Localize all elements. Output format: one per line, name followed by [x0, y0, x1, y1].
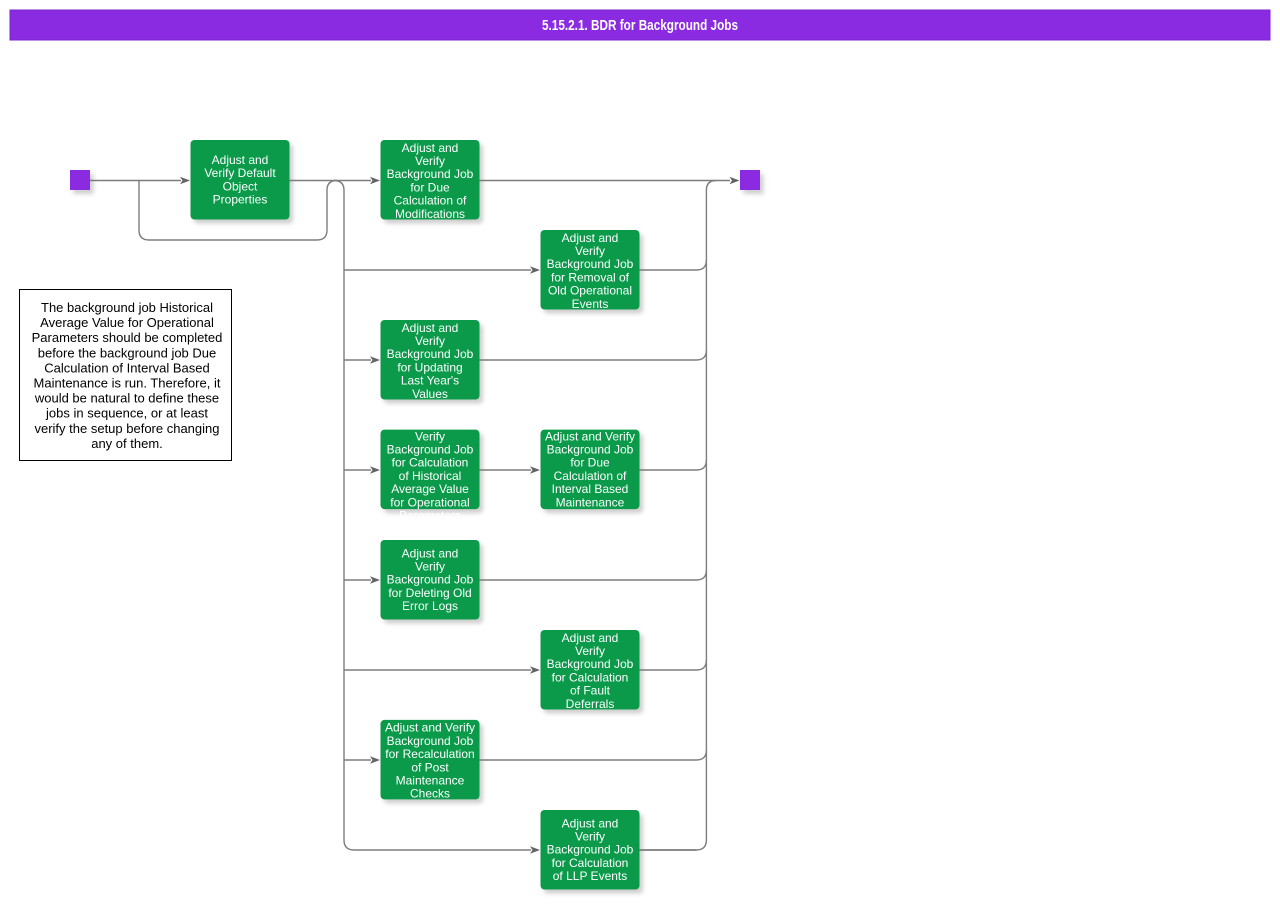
svg-text:for Due: for Due	[570, 456, 610, 470]
svg-text:Adjust and: Adjust and	[212, 153, 269, 167]
svg-text:Adjust and: Adjust and	[562, 631, 619, 645]
svg-text:Object: Object	[223, 179, 258, 193]
svg-text:Checks: Checks	[410, 787, 450, 801]
svg-text:Adjust and: Adjust and	[402, 141, 459, 155]
svg-text:would be natural to define the: would be natural to define these	[34, 391, 219, 406]
svg-text:Properties: Properties	[213, 193, 268, 207]
svg-text:Background Job: Background Job	[387, 347, 474, 361]
svg-text:Adjust and: Adjust and	[562, 231, 619, 245]
svg-text:Adjust and: Adjust and	[402, 321, 459, 335]
svg-text:of Historical: of Historical	[399, 469, 462, 483]
svg-text:Verify: Verify	[415, 560, 445, 574]
svg-text:Values: Values	[412, 387, 448, 401]
svg-text:Verify Default: Verify Default	[204, 166, 276, 180]
svg-text:Background Job: Background Job	[387, 573, 474, 587]
svg-text:Maintenance: Maintenance	[396, 774, 465, 788]
svg-text:Modifications: Modifications	[395, 207, 465, 221]
svg-text:Verify: Verify	[415, 334, 445, 348]
svg-text:Old Operational: Old Operational	[548, 284, 632, 298]
svg-text:for Calculation: for Calculation	[552, 670, 629, 684]
svg-text:Background Job: Background Job	[387, 167, 474, 181]
svg-text:Events: Events	[572, 297, 609, 311]
svg-text:for Due: for Due	[410, 180, 450, 194]
svg-text:for Removal of: for Removal of	[551, 270, 630, 284]
svg-text:Adjust and: Adjust and	[402, 546, 459, 560]
svg-text:of Post: of Post	[411, 760, 449, 774]
svg-text:Background Job: Background Job	[547, 843, 634, 857]
svg-text:for Calculation: for Calculation	[552, 856, 629, 870]
svg-text:Deferrals: Deferrals	[566, 697, 615, 711]
svg-text:Calculation of: Calculation of	[394, 194, 467, 208]
svg-text:Parameters: Parameters	[399, 509, 461, 523]
svg-text:The background job Historical: The background job Historical	[41, 300, 213, 315]
svg-text:Verify: Verify	[575, 644, 605, 658]
svg-text:of Fault: of Fault	[570, 684, 611, 698]
svg-text:Verify: Verify	[415, 154, 445, 168]
svg-text:jobs in sequence, or at least: jobs in sequence, or at least	[45, 406, 208, 421]
svg-text:any of them.: any of them.	[91, 436, 163, 451]
svg-text:Background Job: Background Job	[387, 443, 474, 457]
svg-text:before the background job Due: before the background job Due	[38, 345, 217, 360]
svg-text:for Updating: for Updating	[397, 360, 462, 374]
svg-text:for Recalculation: for Recalculation	[385, 747, 474, 761]
svg-text:Maintenance is run. Therefore,: Maintenance is run. Therefore, it	[34, 376, 221, 391]
svg-text:Verify: Verify	[575, 830, 605, 844]
svg-text:verify the setup before changi: verify the setup before changing	[34, 421, 219, 436]
svg-text:for Operational: for Operational	[390, 495, 469, 509]
svg-text:Adjust and Verify: Adjust and Verify	[385, 721, 475, 735]
svg-text:Maintenance: Maintenance	[556, 495, 625, 509]
svg-text:Verify: Verify	[575, 244, 605, 258]
svg-text:Average Value: Average Value	[391, 482, 469, 496]
svg-text:Average Value for Operational: Average Value for Operational	[40, 315, 214, 330]
svg-text:5.15.2.1. BDR for Background J: 5.15.2.1. BDR for Background Jobs	[542, 17, 738, 34]
svg-text:Background Job: Background Job	[547, 443, 634, 457]
svg-text:Parameters should be completed: Parameters should be completed	[32, 330, 223, 345]
svg-text:of LLP Events: of LLP Events	[553, 869, 628, 883]
svg-text:Background Job: Background Job	[547, 657, 634, 671]
svg-text:Background Job: Background Job	[387, 734, 474, 748]
svg-text:Interval Based: Interval Based	[552, 482, 629, 496]
svg-text:Calculation of: Calculation of	[554, 469, 627, 483]
svg-text:Calculation of Interval Based: Calculation of Interval Based	[44, 360, 209, 375]
svg-text:Verify: Verify	[415, 429, 445, 443]
svg-text:Background Job: Background Job	[547, 257, 634, 271]
svg-text:for Deleting Old: for Deleting Old	[388, 586, 471, 600]
svg-text:Adjust and Verify: Adjust and Verify	[545, 429, 635, 443]
svg-text:for Calculation: for Calculation	[392, 456, 469, 470]
svg-text:Last Year's: Last Year's	[401, 374, 459, 388]
svg-text:Adjust and: Adjust and	[562, 816, 619, 830]
svg-text:Error Logs: Error Logs	[402, 599, 458, 613]
